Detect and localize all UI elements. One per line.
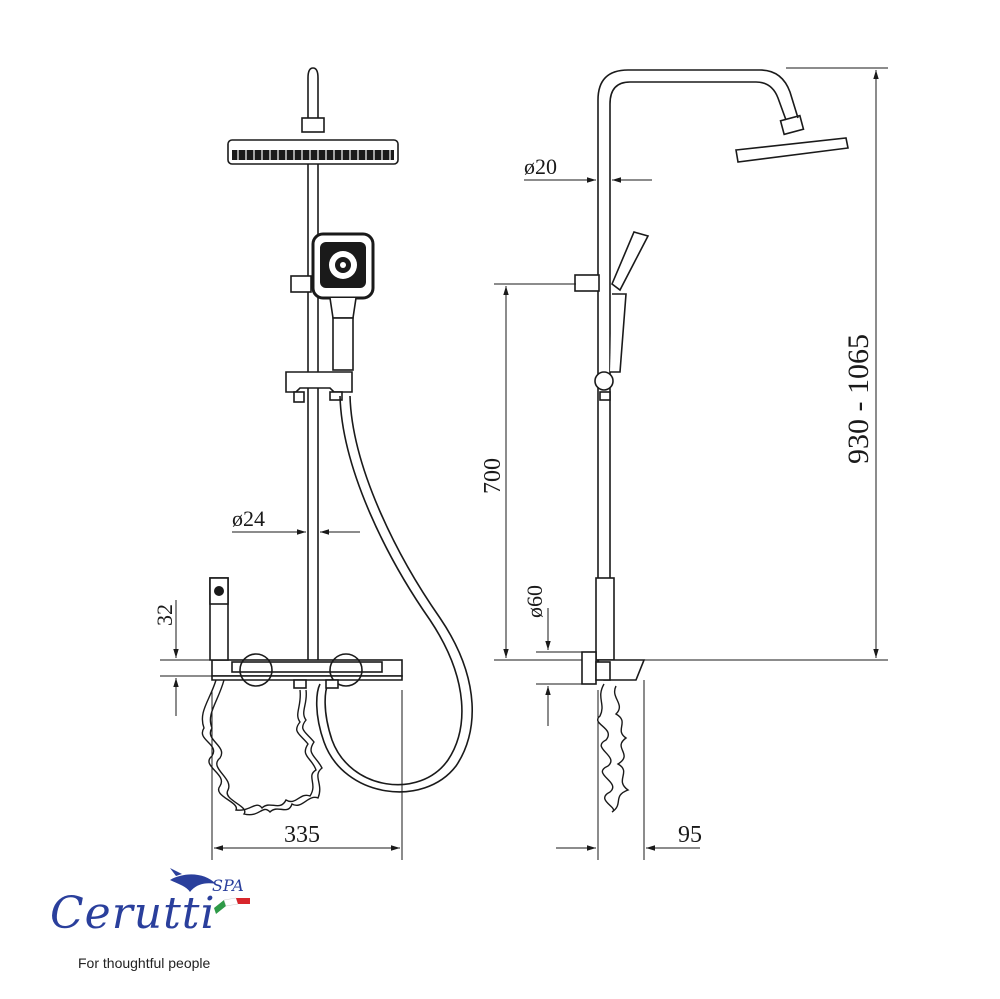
side-coiled-hose	[597, 683, 630, 813]
mixer-knob-left	[239, 653, 273, 687]
side-head-connector	[779, 114, 805, 136]
side-view	[574, 69, 849, 813]
dim-label-mixer-diameter: ø60	[522, 585, 547, 618]
dim-label-handle-height: 32	[152, 604, 177, 626]
riser-top-stub	[307, 67, 319, 118]
mixer-shelf-body	[211, 675, 403, 681]
brand-tagline: For thoughtful people	[78, 955, 211, 971]
dim-label-pipe-lower: ø24	[232, 506, 265, 531]
front-dimension-lines	[160, 529, 403, 860]
dim-label-wall-offset: 95	[678, 822, 702, 848]
dolphin-logo-icon	[170, 868, 216, 892]
shower-arm-inner	[609, 81, 787, 580]
side-slider-knob	[594, 371, 614, 391]
hand-shower-neck	[329, 297, 357, 319]
side-mixer-body	[595, 577, 615, 661]
hand-shower-handle	[332, 317, 354, 371]
side-overhead-shower-head	[735, 137, 849, 163]
shower-hose-outer	[324, 395, 463, 786]
mixer-knob-right	[329, 653, 363, 687]
side-hand-shower	[611, 231, 650, 292]
hand-shower-bracket	[290, 275, 312, 293]
brand-suffix: SPA	[212, 876, 244, 895]
shower-hose-inner	[315, 395, 474, 793]
brand-name: Cerutti	[50, 888, 216, 939]
side-bracket	[574, 274, 600, 292]
shower-head-connector	[301, 117, 325, 133]
slider-bracket	[285, 371, 353, 393]
shower-arm-outer	[597, 69, 799, 662]
front-view	[201, 67, 474, 816]
dim-label-total-height: 930 - 1065	[842, 334, 875, 464]
italian-flag-icon	[214, 897, 250, 914]
dim-label-shelf-width: 335	[284, 822, 320, 848]
dim-label-pipe-upper: ø20	[524, 154, 557, 179]
side-dimension-lines	[494, 67, 888, 860]
coiled-bidet-hose	[201, 679, 317, 811]
dim-label-bracket-height: 700	[480, 458, 506, 494]
